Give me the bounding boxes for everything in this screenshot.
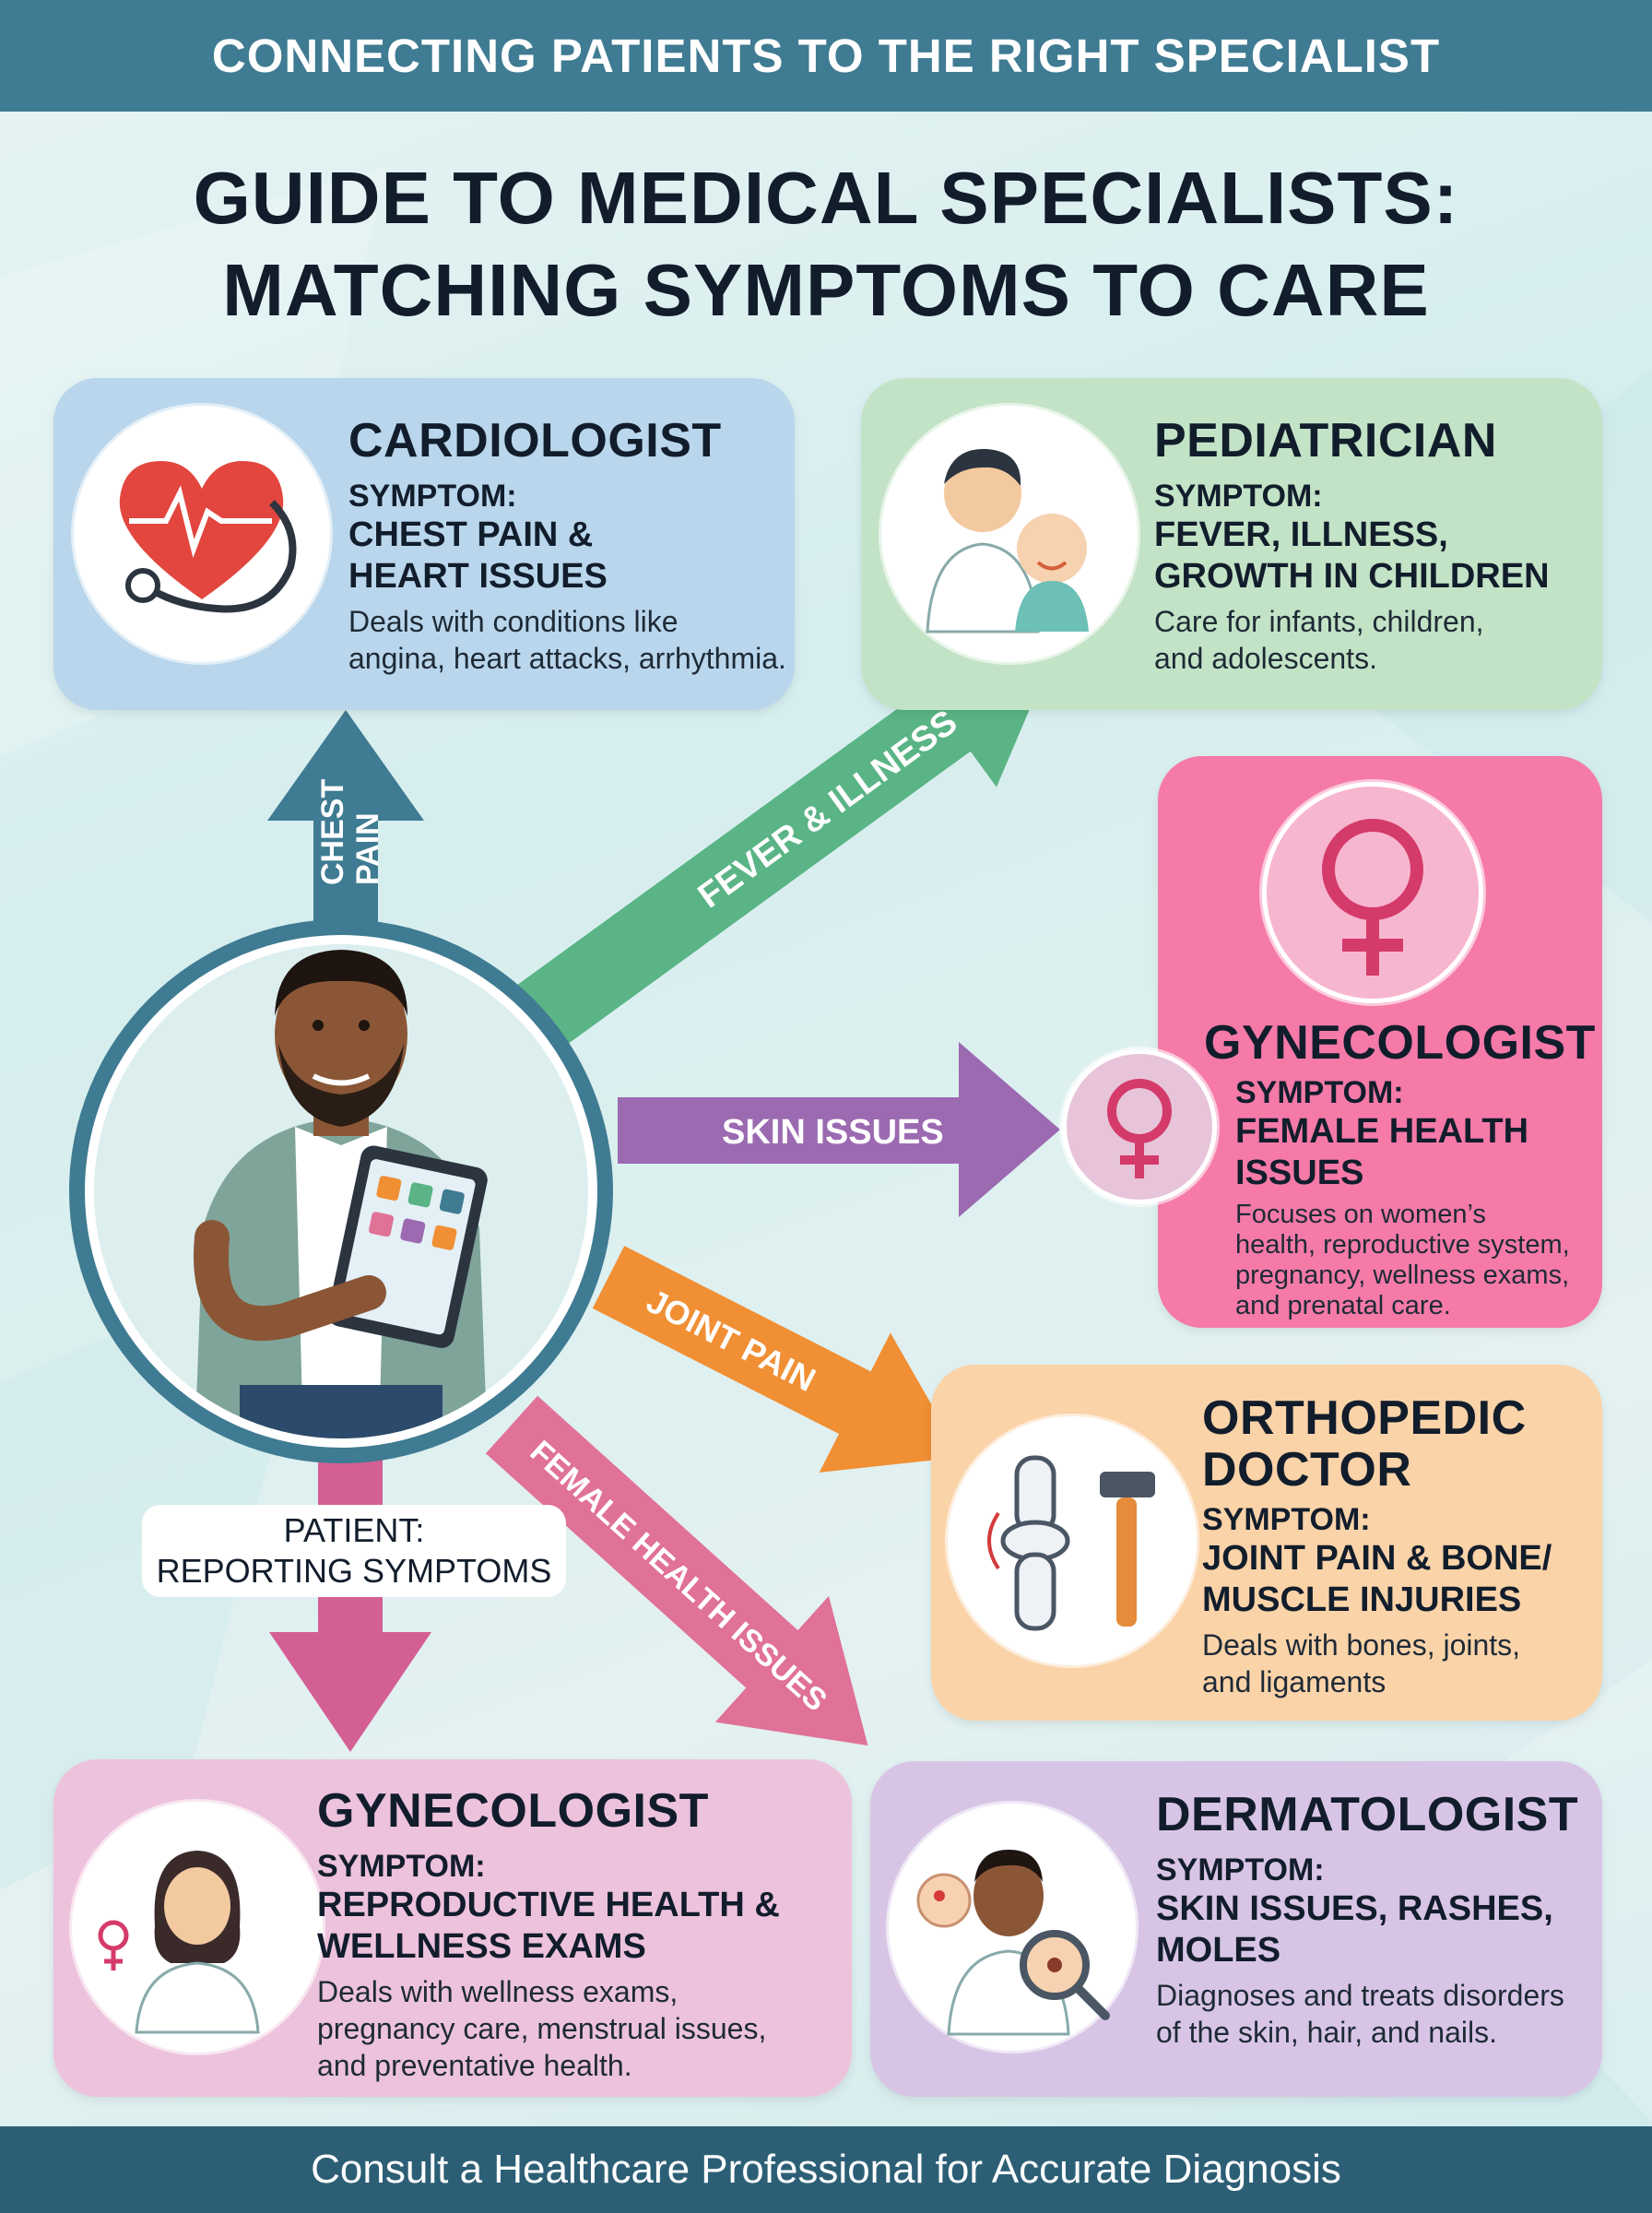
cardiologist-desc-line-2: angina, heart attacks, arrhythmia. bbox=[348, 642, 786, 675]
pediatrician-title: PEDIATRICIAN bbox=[1154, 414, 1497, 467]
female-symbol-icon bbox=[1262, 782, 1483, 1003]
orthopedic-symptom-line-1: JOINT PAIN & BONE/ bbox=[1202, 1539, 1552, 1578]
orthopedic-title-line-2: DOCTOR bbox=[1202, 1443, 1412, 1497]
orthopedic-symptom-label: SYMPTOM: bbox=[1202, 1502, 1371, 1537]
dermatologist-desc-line-1: Diagnoses and treats disorders bbox=[1156, 1979, 1564, 2012]
card-gynecologist-right: GYNECOLOGIST SYMPTOM: FEMALE HEALTH ISSU… bbox=[1158, 756, 1602, 1328]
patient-avatar bbox=[46, 905, 636, 1477]
arrow-skin-label: SKIN ISSUES bbox=[722, 1113, 944, 1152]
cardiologist-symptom-line-1: CHEST PAIN & bbox=[348, 515, 594, 554]
orthopedic-symptom-line-2: MUSCLE INJURIES bbox=[1202, 1580, 1522, 1619]
gynecologist-right-desc-line-2: health, reproductive system, bbox=[1235, 1230, 1570, 1260]
gynecologist-right-desc-line-4: and prenatal care. bbox=[1235, 1291, 1451, 1320]
gynecologist-right-desc-line-3: pregnancy, wellness exams, bbox=[1235, 1260, 1570, 1290]
patient-label: PATIENT: REPORTING SYMPTOMS bbox=[142, 1505, 566, 1597]
arrow-fever-label: FEVER & ILLNESS bbox=[691, 703, 964, 916]
gynecologist-bottom-symptom-label: SYMPTOM: bbox=[317, 1849, 486, 1884]
orthopedic-desc-line-1: Deals with bones, joints, bbox=[1202, 1628, 1521, 1662]
patient-label-line-2: REPORTING SYMPTOMS bbox=[156, 1552, 552, 1590]
female-badge-icon bbox=[1062, 1049, 1217, 1204]
arrow-chest-pain-label-2: PAIN bbox=[350, 812, 385, 885]
footer-banner: Consult a Healthcare Professional for Ac… bbox=[0, 2126, 1652, 2213]
cardiologist-title: CARDIOLOGIST bbox=[348, 414, 722, 467]
gynecologist-right-symptom-line-2: ISSUES bbox=[1235, 1154, 1364, 1192]
pediatrician-symptom-line-2: GROWTH IN CHILDREN bbox=[1154, 557, 1550, 596]
gynecologist-bottom-title: GYNECOLOGIST bbox=[317, 1784, 709, 1838]
arrow-skin: SKIN ISSUES bbox=[618, 1042, 1060, 1217]
gynecologist-bottom-symptom-line-1: REPRODUCTIVE HEALTH & bbox=[317, 1886, 780, 1924]
doctor-with-baby-icon bbox=[881, 406, 1138, 662]
orthopedic-title-line-1: ORTHOPEDIC bbox=[1202, 1391, 1527, 1445]
pediatrician-symptom-line-1: FEVER, ILLNESS, bbox=[1154, 515, 1448, 554]
pediatrician-desc-line-1: Care for infants, children, bbox=[1154, 605, 1484, 638]
top-banner: CONNECTING PATIENTS TO THE RIGHT SPECIAL… bbox=[0, 0, 1652, 112]
title-line-1: GUIDE TO MEDICAL SPECIALISTS: bbox=[193, 157, 1459, 239]
gynecologist-bottom-desc-line-2: pregnancy care, menstrual issues, bbox=[317, 2012, 767, 2045]
page-title: GUIDE TO MEDICAL SPECIALISTS: MATCHING S… bbox=[0, 152, 1652, 337]
gynecologist-bottom-desc-line-1: Deals with wellness exams, bbox=[317, 1975, 678, 2008]
title-line-2: MATCHING SYMPTOMS TO CARE bbox=[222, 249, 1430, 331]
dermatologist-magnifier-icon bbox=[889, 1804, 1136, 2051]
gynecologist-right-symptom-label: SYMPTOM: bbox=[1235, 1075, 1404, 1110]
card-dermatologist: DERMATOLOGIST SYMPTOM: SKIN ISSUES, RASH… bbox=[870, 1761, 1602, 2097]
gynecologist-right-title: GYNECOLOGIST bbox=[1204, 1016, 1596, 1070]
cardiologist-desc-line-1: Deals with conditions like bbox=[348, 605, 678, 638]
patient-label-line-1: PATIENT: bbox=[283, 1511, 425, 1549]
cardiologist-symptom-line-2: HEART ISSUES bbox=[348, 557, 608, 596]
female-doctor-icon bbox=[72, 1802, 323, 2053]
gynecologist-bottom-desc-line-3: and preventative health. bbox=[317, 2049, 632, 2082]
card-orthopedic: ORTHOPEDIC DOCTOR SYMPTOM: JOINT PAIN & … bbox=[931, 1365, 1602, 1721]
heart-stethoscope-icon bbox=[74, 406, 330, 662]
arrow-chest-pain-label-1: CHEST bbox=[315, 779, 350, 885]
dermatologist-desc-line-2: of the skin, hair, and nails. bbox=[1156, 2016, 1497, 2049]
gynecologist-bottom-symptom-line-2: WELLNESS EXAMS bbox=[317, 1927, 646, 1966]
pediatrician-symptom-label: SYMPTOM: bbox=[1154, 479, 1323, 514]
arrow-chest-pain: CHEST PAIN bbox=[267, 710, 424, 931]
gynecologist-right-desc-line-1: Focuses on women’s bbox=[1235, 1200, 1486, 1229]
orthopedic-desc-line-2: and ligaments bbox=[1202, 1665, 1386, 1698]
cardiologist-symptom-label: SYMPTOM: bbox=[348, 479, 517, 514]
gynecologist-right-symptom-line-1: FEMALE HEALTH bbox=[1235, 1112, 1529, 1151]
dermatologist-symptom-line-2: MOLES bbox=[1156, 1931, 1281, 1970]
dermatologist-symptom-label: SYMPTOM: bbox=[1156, 1852, 1325, 1888]
dermatologist-title: DERMATOLOGIST bbox=[1156, 1788, 1579, 1841]
card-pediatrician: PEDIATRICIAN SYMPTOM: FEVER, ILLNESS, GR… bbox=[861, 378, 1602, 710]
dermatologist-symptom-line-1: SKIN ISSUES, RASHES, bbox=[1156, 1889, 1553, 1928]
pediatrician-desc-line-2: and adolescents. bbox=[1154, 642, 1377, 675]
card-gynecologist-bottom: GYNECOLOGIST SYMPTOM: REPRODUCTIVE HEALT… bbox=[53, 1759, 852, 2097]
knee-joint-hammer-icon bbox=[948, 1416, 1197, 1665]
card-cardiologist: CARDIOLOGIST SYMPTOM: CHEST PAIN & HEART… bbox=[53, 378, 795, 710]
